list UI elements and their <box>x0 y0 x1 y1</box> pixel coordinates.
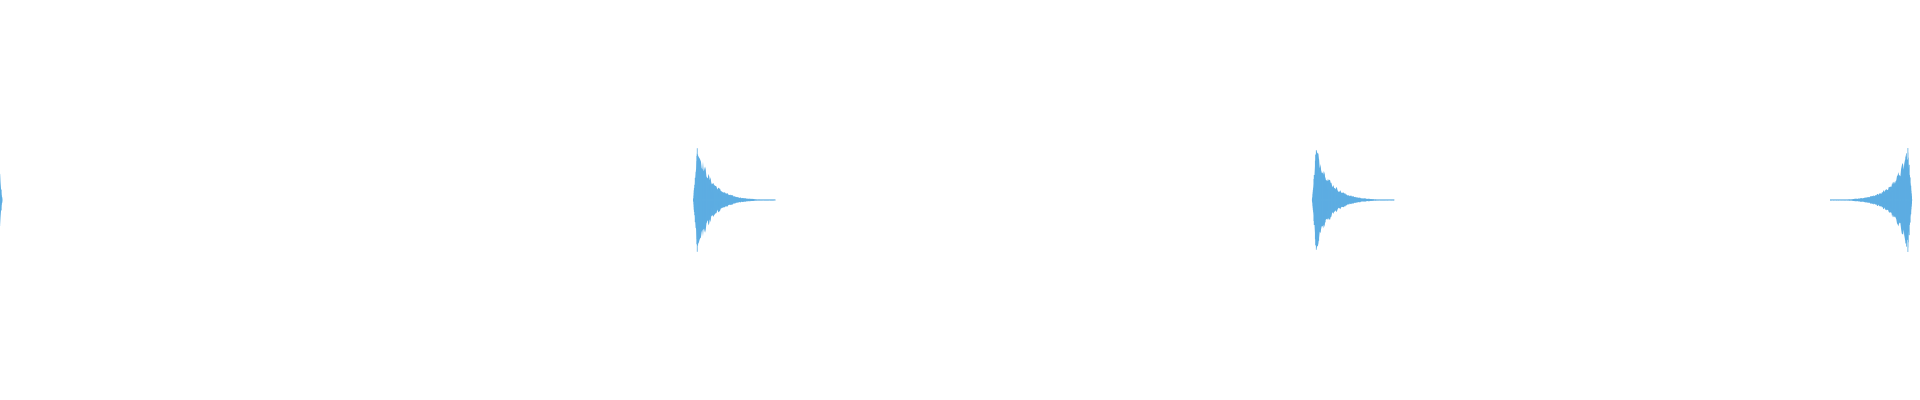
waveform-hit-envelope <box>1830 154 1912 244</box>
waveform-hit <box>1830 148 1913 252</box>
waveform-hit <box>1311 149 1395 250</box>
waveform-hit <box>0 173 3 226</box>
waveform-hits <box>0 148 1913 252</box>
waveform-hit-envelope <box>1312 149 1395 248</box>
waveform-hit <box>693 148 776 252</box>
waveform-hit-envelope <box>693 152 776 246</box>
